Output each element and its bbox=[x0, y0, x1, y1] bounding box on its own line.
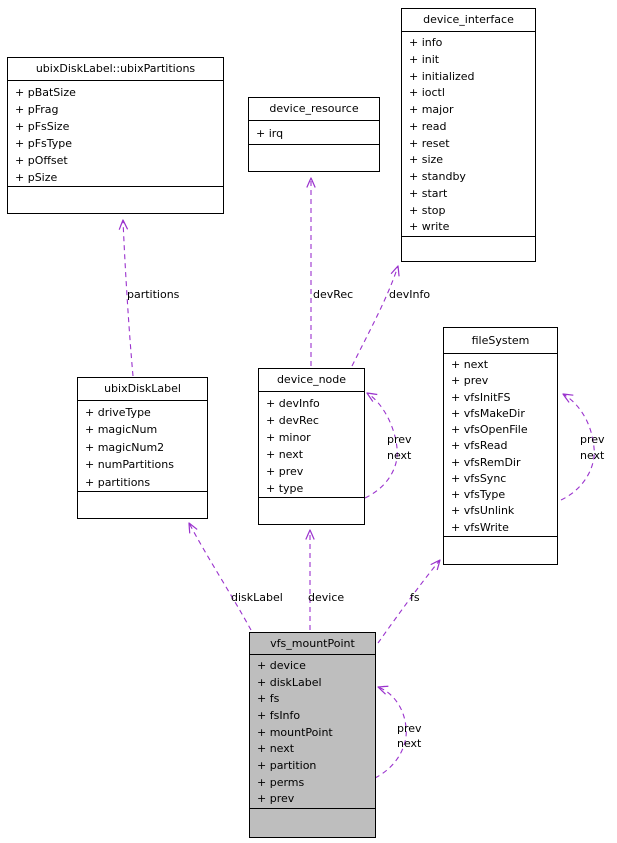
class-field: + vfsRemDir bbox=[451, 455, 521, 469]
class-fields: + next + prev + vfsInitFS + vfsMakeDir + vfs… bbox=[444, 354, 557, 536]
edge-file-system-self bbox=[560, 393, 595, 501]
class-fields: + devInfo + devRec + minor + next + prev + ty… bbox=[259, 392, 364, 497]
class-fields: + info + init + initialized + ioctl + major +… bbox=[402, 32, 535, 236]
class-title: fileSystem bbox=[444, 328, 557, 354]
edge-disklabel bbox=[188, 522, 252, 631]
class-fields: + driveType + magicNum + magicNum2 + numPar… bbox=[78, 401, 207, 491]
class-field: + init bbox=[409, 52, 440, 66]
class-box-device-node[interactable]: device_node + devInfo + devRec + minor + nex… bbox=[258, 368, 365, 525]
edge-devinfo bbox=[351, 265, 400, 367]
class-field: + fsInfo bbox=[257, 709, 301, 723]
edge-partitions bbox=[118, 219, 134, 377]
class-field: + next bbox=[266, 448, 304, 461]
class-box-ubix-disk-label[interactable]: ubixDiskLabel + driveType + magicNum + magi… bbox=[77, 377, 208, 519]
class-field: + magicNum bbox=[85, 423, 158, 437]
class-field: + vfsInitFS bbox=[451, 390, 511, 404]
class-title: device_resource bbox=[249, 98, 379, 121]
class-field: + prev bbox=[266, 465, 304, 478]
class-field: + pBatSize bbox=[15, 86, 76, 99]
class-field: + info bbox=[409, 36, 443, 49]
class-field: + perms bbox=[257, 775, 305, 789]
class-field: + numPartitions bbox=[85, 458, 174, 472]
class-field: + major bbox=[409, 103, 454, 116]
class-title: ubixDiskLabel bbox=[78, 378, 207, 401]
edge-fs-label: fs bbox=[410, 591, 420, 604]
class-field: + partitions bbox=[85, 475, 151, 489]
class-box-vfs-mount-point: vfs_mountPoint + device + diskLabel + fs + f… bbox=[249, 632, 376, 838]
class-field: + vfsRead bbox=[451, 439, 508, 453]
class-field: + driveType bbox=[85, 406, 151, 419]
edge-fs bbox=[377, 559, 441, 644]
class-box-ubix-partitions[interactable]: ubixDiskLabel::ubixPartitions+ pBatSize+… bbox=[7, 57, 224, 214]
class-field: + prev bbox=[257, 792, 295, 806]
class-field: + vfsUnlink bbox=[451, 504, 515, 518]
class-field: + device bbox=[257, 659, 306, 672]
class-field: + vfsOpenFile bbox=[451, 423, 528, 437]
class-empty-section bbox=[249, 144, 379, 171]
class-field: + size bbox=[409, 153, 444, 167]
class-field: + vfsWrite bbox=[451, 520, 509, 534]
class-field: + diskLabel bbox=[257, 675, 322, 689]
class-empty-section bbox=[402, 236, 535, 261]
class-fields: + pBatSize + pFrag + pFsSize + pFsType + pOf… bbox=[8, 81, 223, 186]
edge-vfs-self bbox=[374, 685, 407, 779]
class-field: + start bbox=[409, 186, 448, 200]
class-box-device-interface[interactable]: device_interface + info + init + initialize… bbox=[401, 8, 536, 262]
edge-vfs-self-label: next bbox=[397, 737, 422, 750]
class-field: + pOffset bbox=[15, 154, 68, 167]
class-field: + read bbox=[409, 119, 447, 133]
class-field: + minor bbox=[266, 431, 311, 444]
class-field: + write bbox=[409, 220, 450, 234]
class-empty-section bbox=[250, 808, 375, 837]
class-field: + pFrag bbox=[15, 103, 59, 116]
class-field: + partition bbox=[257, 759, 317, 773]
class-field: + standby bbox=[409, 170, 466, 183]
class-fields: + device + diskLabel + fs + fsInfo + mountPo… bbox=[250, 655, 375, 808]
class-empty-section bbox=[444, 536, 557, 564]
class-field: + pFsSize bbox=[15, 120, 70, 133]
class-fields: + irq bbox=[249, 121, 379, 144]
edge-device-node-self-label: prev bbox=[387, 433, 412, 446]
class-field: + vfsType bbox=[451, 488, 506, 502]
class-field: + mountPoint bbox=[257, 725, 333, 739]
edge-devinfo-label: devInfo bbox=[389, 288, 430, 301]
class-field: + vfsMakeDir bbox=[451, 406, 525, 420]
class-box-file-system[interactable]: fileSystem + next + prev + vfsInitFS + vfsMa… bbox=[443, 327, 558, 565]
class-field: + pFsType bbox=[15, 137, 73, 150]
edge-vfs-self-label: prev bbox=[397, 722, 422, 735]
class-title: vfs_mountPoint bbox=[250, 633, 375, 655]
edge-disklabel-label: diskLabel bbox=[231, 591, 283, 604]
edge-file-system-self-label: next bbox=[580, 449, 605, 462]
edge-partitions-label: partitions bbox=[127, 288, 180, 301]
class-field: + prev bbox=[451, 374, 489, 388]
edge-devrec-label: devRec bbox=[313, 288, 353, 301]
class-field: + devInfo bbox=[266, 397, 320, 410]
edge-device-node-self bbox=[364, 392, 398, 499]
class-field: + initialized bbox=[409, 69, 475, 83]
class-title: device_interface bbox=[402, 9, 535, 32]
class-empty-section bbox=[259, 497, 364, 524]
class-empty-section bbox=[78, 491, 207, 518]
class-field: + irq bbox=[256, 127, 284, 140]
class-field: + magicNum2 bbox=[85, 440, 165, 454]
class-title: device_node bbox=[259, 369, 364, 392]
class-field: + fs bbox=[257, 692, 280, 706]
class-field: + next bbox=[257, 742, 295, 756]
edge-device-label: device bbox=[308, 591, 344, 604]
class-field: + type bbox=[266, 482, 304, 495]
class-field: + next bbox=[451, 358, 489, 371]
class-field: + vfsSync bbox=[451, 471, 507, 485]
class-field: + devRec bbox=[266, 414, 319, 427]
class-field: + stop bbox=[409, 203, 446, 217]
class-box-device-resource[interactable]: device_resource + irq bbox=[248, 97, 380, 172]
edge-device-node-self-label: next bbox=[387, 449, 412, 462]
class-field: + ioctl bbox=[409, 86, 445, 100]
class-empty-section bbox=[8, 186, 223, 213]
class-field: + reset bbox=[409, 136, 450, 150]
edge-file-system-self-label: prev bbox=[580, 433, 605, 446]
class-field: + pSize bbox=[15, 171, 58, 184]
class-title: ubixDiskLabel::ubixPartitions bbox=[8, 58, 223, 81]
